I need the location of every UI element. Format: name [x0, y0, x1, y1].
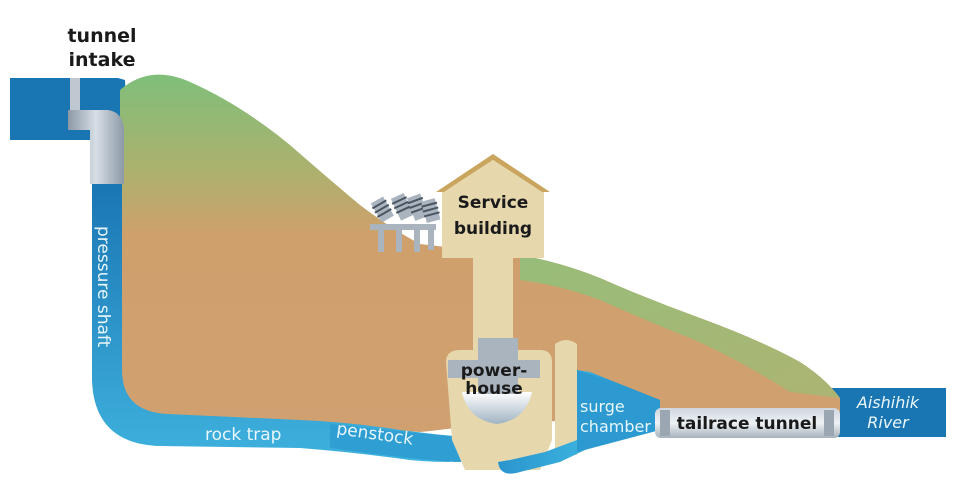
generator — [448, 338, 540, 394]
label-pressure-shaft: pressure shaft — [93, 226, 113, 348]
tailrace-joint — [660, 410, 670, 436]
service-building — [442, 188, 544, 258]
label-surge-chamber-line2: chamber — [580, 417, 651, 436]
label-rock-trap: rock trap — [205, 425, 281, 445]
label-service-building-line1: Service — [458, 193, 529, 213]
label-tunnel-intake-line2: intake — [69, 49, 136, 71]
label-river-line1: Aishihik — [856, 393, 920, 412]
surge-chamber-column — [555, 340, 577, 455]
label-surge-chamber-line1: surge — [580, 397, 625, 416]
label-powerhouse-line2: house — [465, 379, 523, 399]
switchyard — [370, 192, 441, 252]
label-service-building-line2: building — [454, 219, 532, 239]
gable — [444, 160, 542, 192]
label-river-line2: River — [867, 413, 910, 432]
tailrace-joint — [824, 410, 834, 436]
label-tailrace-tunnel: tailrace tunnel — [677, 414, 817, 434]
tailrace-tunnel-pipe — [655, 408, 840, 438]
intake-gate-stem — [70, 78, 80, 126]
surge-chamber-water — [577, 370, 660, 452]
label-powerhouse-line1: power- — [461, 361, 528, 381]
turbine — [462, 392, 532, 424]
label-tunnel-intake-line1: tunnel — [67, 25, 136, 47]
service-building-roof — [436, 154, 550, 192]
aishihik-river-water — [826, 388, 946, 437]
intake-pipe — [68, 110, 124, 184]
grass-slope-right — [520, 255, 840, 398]
